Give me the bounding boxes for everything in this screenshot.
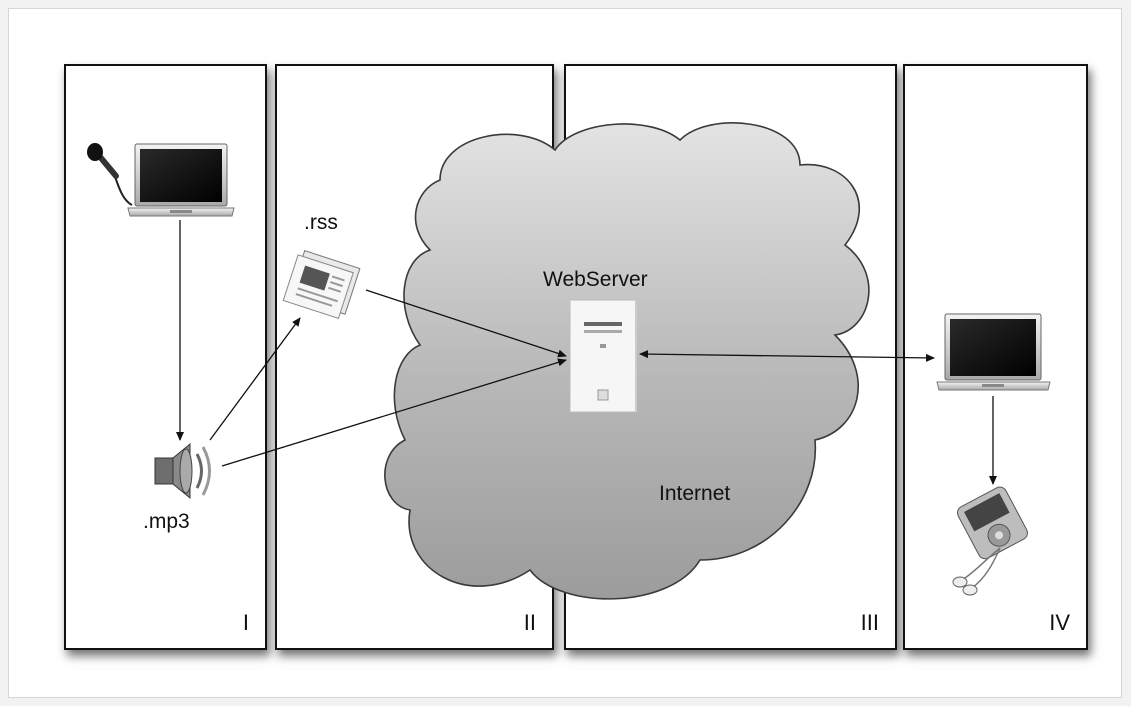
mp3-label: .mp3 <box>143 510 190 533</box>
arrow-mp3-to-rss <box>209 317 301 441</box>
panel-iv-numeral: IV <box>1049 610 1070 635</box>
panel-iii-numeral: III <box>860 610 879 635</box>
newspaper-icon <box>282 250 361 320</box>
panel-ii-numeral: II <box>523 610 536 635</box>
earbuds-icon <box>952 547 1001 596</box>
microphone-icon <box>87 143 133 206</box>
speaker-icon <box>154 442 211 500</box>
laptop-icon <box>127 143 235 217</box>
laptop-client-icon <box>936 313 1051 391</box>
arrow-server-client <box>639 350 935 362</box>
webserver-label: WebServer <box>543 268 648 291</box>
panel-i-numeral: I <box>242 610 249 635</box>
server-tower-icon <box>569 299 637 413</box>
arrow-mp3-to-server <box>221 358 567 467</box>
internet-label: Internet <box>659 482 731 505</box>
rss-label: .rss <box>304 211 338 234</box>
mp3-player-icon <box>956 486 1028 560</box>
arrow-rss-to-server <box>365 289 567 358</box>
